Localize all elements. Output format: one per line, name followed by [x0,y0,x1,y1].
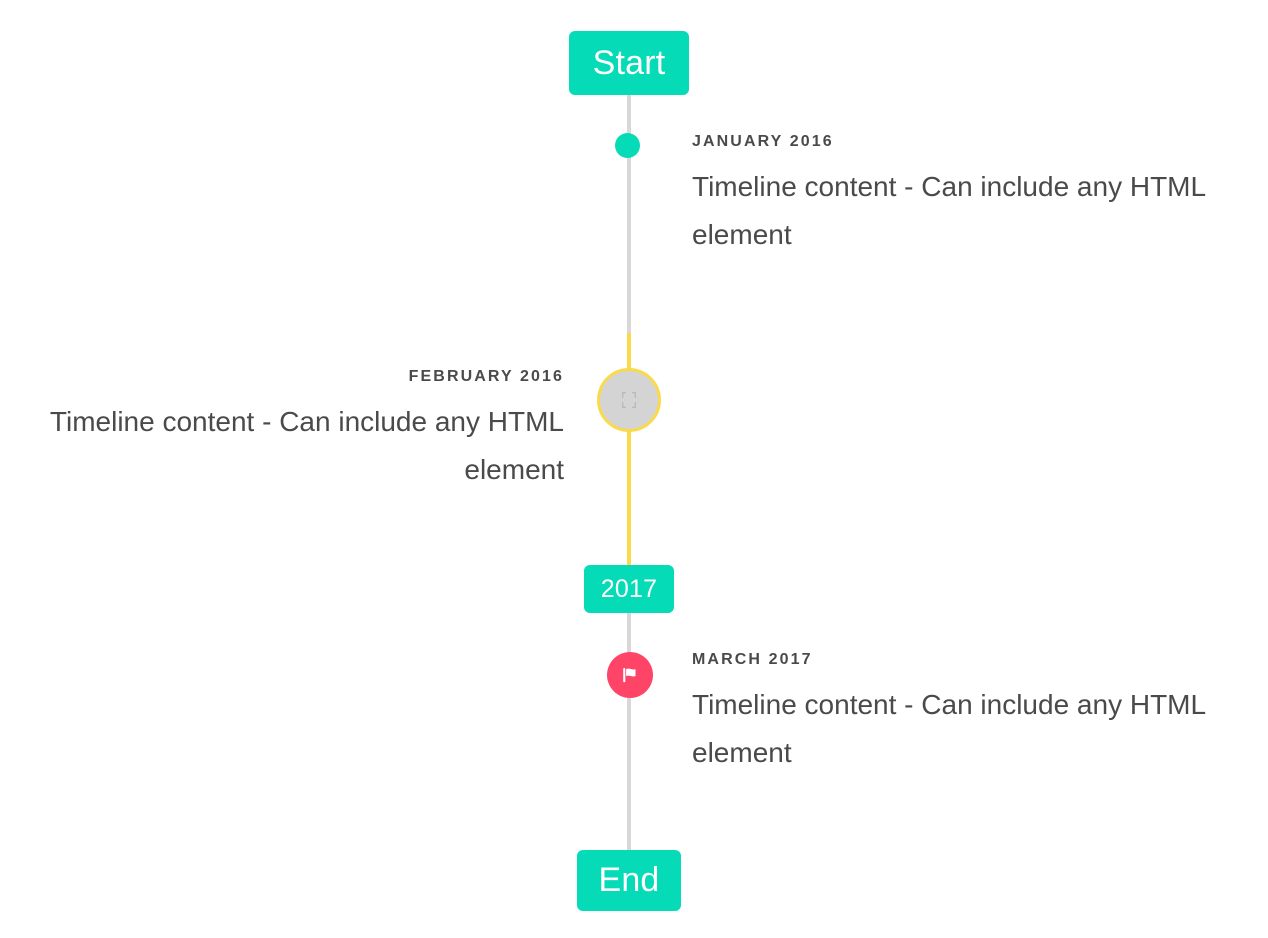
event-body: Timeline content - Can include any HTML … [692,171,1206,251]
timeline-spine-upper [627,88,631,333]
event-body: Timeline content - Can include any HTML … [692,689,1206,769]
event-date: March 2017 [692,651,813,668]
timeline-event-march-2017: March 2017 Timeline content - Can includ… [692,650,1216,778]
timeline-marker-image-placeholder-icon[interactable] [597,368,661,432]
event-date: January 2016 [692,133,834,150]
timeline-end-badge[interactable]: End [577,850,681,911]
timeline-spine-highlight [627,333,631,570]
timeline-marker-flag-icon[interactable] [607,652,653,698]
timeline-event-february-2016: February 2016 Timeline content - Can inc… [40,367,564,495]
timeline-spine-lower [627,608,631,856]
broken-image-icon [622,392,636,408]
timeline-event-january-2016: January 2016 Timeline content - Can incl… [692,132,1216,260]
event-date: February 2016 [408,368,564,385]
timeline-marker-dot-icon[interactable] [615,133,640,158]
timeline-start-badge[interactable]: Start [569,31,689,95]
timeline-year-badge[interactable]: 2017 [584,565,674,613]
event-body: Timeline content - Can include any HTML … [49,406,564,486]
flag-icon [623,668,636,683]
